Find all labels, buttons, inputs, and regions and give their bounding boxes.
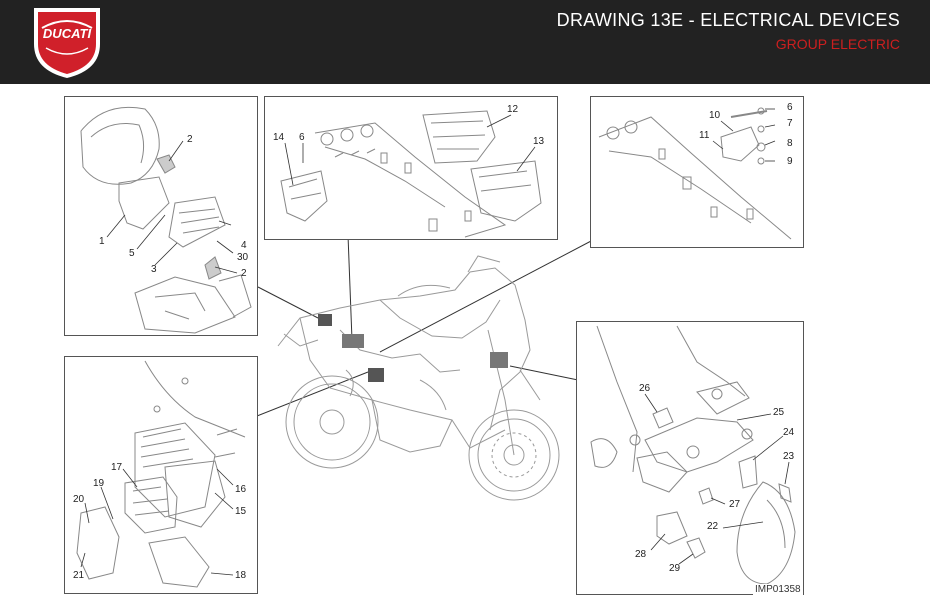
- callout-9: 9: [787, 156, 793, 167]
- callout-17: 17: [111, 462, 123, 473]
- callout-15: 15: [235, 506, 247, 517]
- panel-top-right-drawing: [598, 107, 792, 240]
- callout-13: 13: [533, 136, 545, 147]
- callout-20: 20: [73, 494, 85, 505]
- page-title: DRAWING 13E - ELECTRICAL DEVICES: [556, 10, 900, 30]
- callout-1: 1: [99, 236, 105, 247]
- panel-top-center: 14 6 12 13: [264, 96, 558, 240]
- callout-25: 25: [773, 407, 785, 418]
- callout-16: 16: [235, 484, 247, 495]
- callout-2-bottom: 2: [241, 268, 247, 279]
- drawing-reference-code: IMP01358: [753, 584, 803, 595]
- callout-4: 4: [241, 240, 247, 251]
- callout-14: 14: [273, 132, 285, 143]
- callout-27: 27: [729, 499, 741, 510]
- callout-24: 24: [783, 427, 795, 438]
- callout-21: 21: [73, 570, 85, 581]
- callout-30: 30: [237, 252, 249, 263]
- callout-8: 8: [787, 138, 793, 149]
- panel-bottom-right: 26 25 24 23 27 22 28 29: [576, 321, 804, 595]
- logo-wordmark: DUCATI: [43, 26, 92, 41]
- callout-22: 22: [707, 521, 719, 532]
- panel-top-center-drawing: [280, 110, 542, 238]
- callout-23: 23: [783, 451, 795, 462]
- callout-28: 28: [635, 549, 647, 560]
- panel-top-left-drawing: [80, 106, 252, 334]
- callout-5: 5: [129, 248, 135, 259]
- motorcycle-drawing: [251, 234, 594, 501]
- callout-7: 7: [787, 118, 793, 129]
- panel-bottom-left-drawing: [76, 360, 246, 588]
- callout-6-right: 6: [787, 102, 793, 113]
- panel-bottom-right-drawing: [590, 325, 796, 585]
- panel-top-left: 2 1 5 4 30 3 2: [64, 96, 258, 336]
- callout-6-center: 6: [299, 132, 305, 143]
- callout-12: 12: [507, 104, 519, 115]
- callout-29: 29: [669, 563, 681, 574]
- callout-2-top: 2: [187, 134, 193, 145]
- panel-bottom-left: 17 19 20 16 15 21 18: [64, 356, 258, 594]
- ducati-logo-icon: DUCATI: [34, 8, 100, 78]
- callout-18: 18: [235, 570, 247, 581]
- callout-3: 3: [151, 264, 157, 275]
- callout-19: 19: [93, 478, 105, 489]
- callout-11: 11: [699, 130, 710, 141]
- callout-10: 10: [709, 110, 721, 121]
- header-bar: DUCATI DRAWING 13E - ELECTRICAL DEVICES …: [0, 0, 930, 84]
- callout-26: 26: [639, 383, 651, 394]
- panel-top-right: 6 10 7 11 8 9: [590, 96, 804, 248]
- page-subtitle: GROUP ELECTRIC: [775, 36, 900, 52]
